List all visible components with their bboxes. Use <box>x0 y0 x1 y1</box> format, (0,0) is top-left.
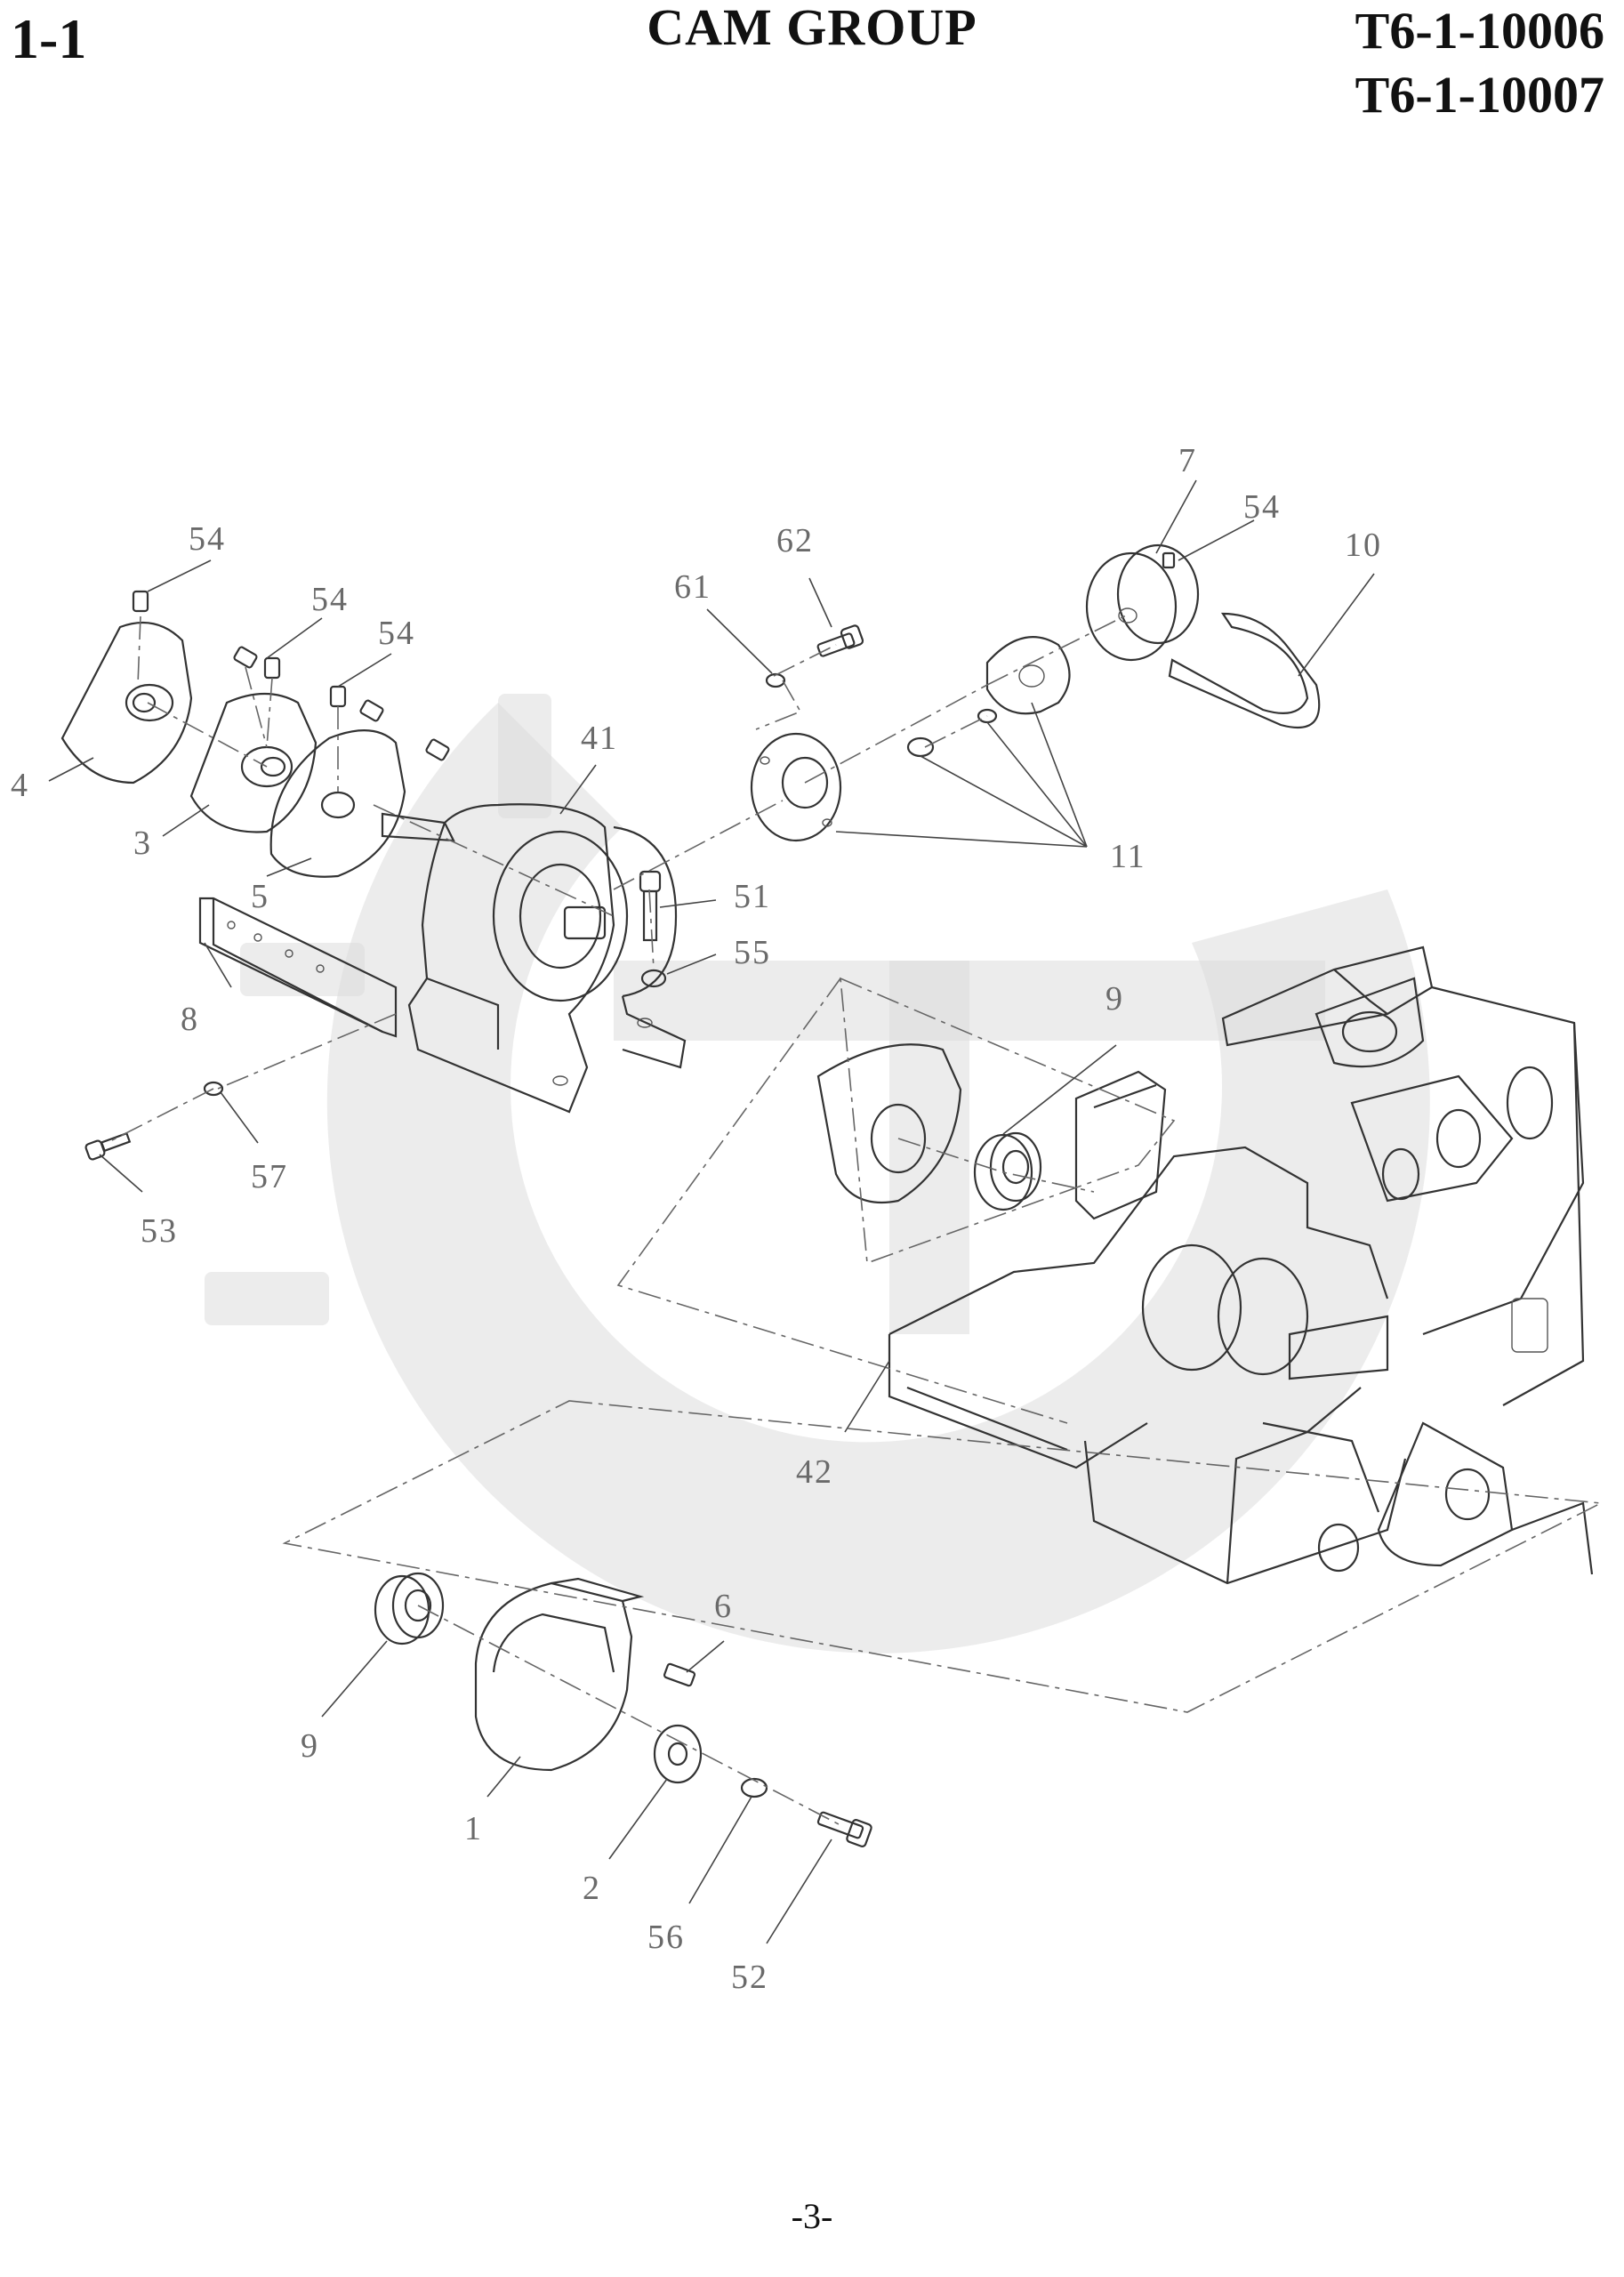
page-number: -3- <box>791 2196 833 2236</box>
part-3-cam-disc <box>189 692 318 833</box>
callout-62: 62 <box>776 522 814 559</box>
part-11-bearing-plate <box>985 636 1071 715</box>
part-7-pulley <box>1085 543 1200 662</box>
part-9-bearing <box>973 1131 1042 1211</box>
part-5-cam-disc <box>269 729 406 878</box>
part-53-socket-screw <box>84 1131 132 1161</box>
part-2-collar <box>653 1724 703 1784</box>
callout-8: 8 <box>181 1001 199 1038</box>
part-52-socket-screw <box>816 1811 872 1847</box>
callout-9-upper: 9 <box>1105 980 1124 1018</box>
part-11-bearing-flange <box>750 732 842 842</box>
callout-53: 53 <box>141 1212 178 1250</box>
callout-41: 41 <box>581 720 618 757</box>
assembly-lines <box>106 613 1604 1826</box>
callout-4: 4 <box>11 767 29 804</box>
callout-54-d: 54 <box>1243 488 1281 526</box>
part-4-cam-disc <box>60 621 193 784</box>
callout-51: 51 <box>734 878 771 915</box>
callout-labels: 54 54 54 62 61 7 54 10 41 4 3 5 11 51 55… <box>11 442 1382 1996</box>
callout-57: 57 <box>251 1158 288 1195</box>
callout-54-b: 54 <box>311 581 349 618</box>
callout-54-c: 54 <box>378 615 415 652</box>
part-10-belt <box>1168 612 1321 729</box>
part-8-mounting-bar <box>198 897 398 1038</box>
upper-cam-flange <box>816 1043 962 1204</box>
callout-7: 7 <box>1178 442 1197 479</box>
callout-5: 5 <box>251 878 269 915</box>
callout-6: 6 <box>714 1588 733 1625</box>
part-9-bearing-lower <box>374 1572 445 1645</box>
callout-10: 10 <box>1345 527 1382 564</box>
part-62-screw <box>816 624 864 657</box>
part-11-screw <box>906 736 935 758</box>
part-6-key <box>663 1662 696 1687</box>
callout-54-a: 54 <box>189 520 226 558</box>
part-61-washer <box>765 672 786 688</box>
part-41-bearing-housing <box>381 803 687 1114</box>
callout-1: 1 <box>464 1810 483 1847</box>
callout-11: 11 <box>1110 838 1146 875</box>
callout-3: 3 <box>133 825 152 862</box>
part-42-machine-frame <box>888 945 1594 1585</box>
part-code-secondary: T6-1-10007 <box>1355 66 1604 124</box>
callout-52: 52 <box>731 1959 768 1996</box>
section-number: 1-1 <box>11 7 87 70</box>
watermark <box>205 694 1430 1653</box>
callout-61: 61 <box>674 568 712 606</box>
callout-2: 2 <box>583 1870 601 1907</box>
page-title: CAM GROUP <box>647 0 977 56</box>
part-1-cam <box>474 1577 645 1772</box>
part-56-washer <box>740 1777 768 1798</box>
leader-lines <box>48 479 1375 1944</box>
part-55-washer <box>640 969 667 988</box>
part-51-socket-screw <box>639 870 662 942</box>
part-57-washer <box>203 1081 224 1097</box>
callout-55: 55 <box>734 934 771 971</box>
callout-42: 42 <box>796 1453 833 1491</box>
callout-56: 56 <box>647 1919 685 1956</box>
part-code-primary: T6-1-10006 <box>1355 2 1604 60</box>
callout-9-lower: 9 <box>301 1727 319 1765</box>
